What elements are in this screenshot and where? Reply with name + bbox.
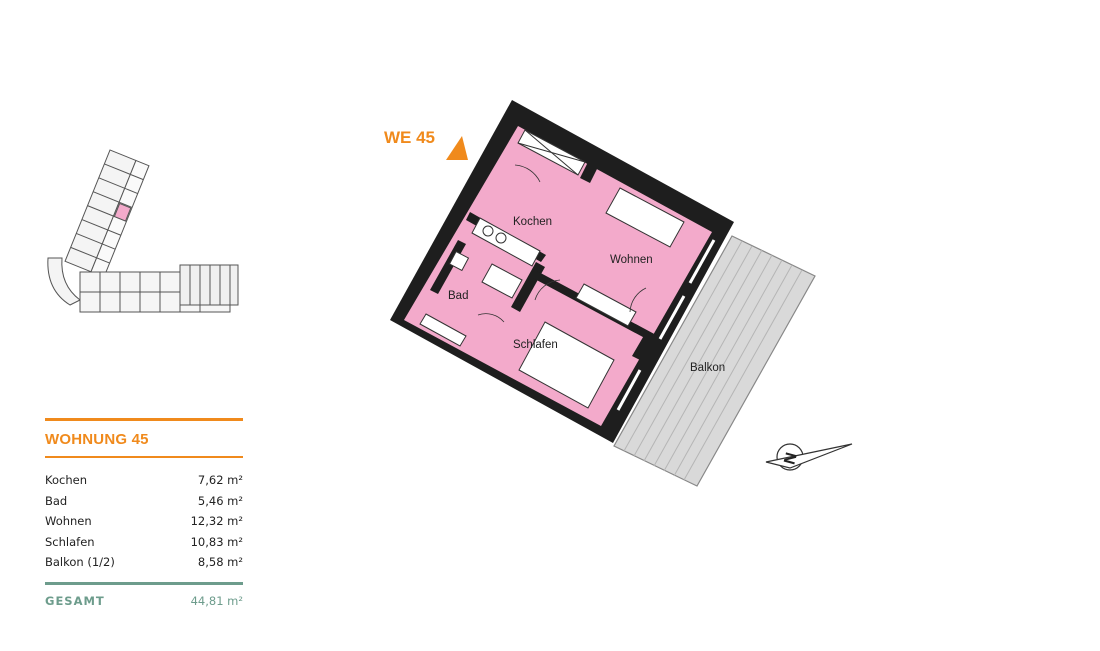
unit-pointer-icon	[446, 136, 468, 160]
room-name: Bad	[45, 493, 68, 508]
room-label-kochen: Kochen	[513, 216, 552, 228]
room-label-bad: Bad	[448, 290, 468, 302]
apartment-title: WOHNUNG 45	[45, 431, 149, 448]
room-name: Balkon (1/2)	[45, 555, 115, 569]
room-area: 7,62 m²	[197, 473, 243, 487]
total-rule	[45, 581, 243, 585]
total-row: GESAMT 44,81 m²	[45, 585, 243, 608]
room-name: Schlafen	[45, 534, 95, 549]
north-arrow-icon: N	[765, 443, 853, 471]
room-row: Balkon (1/2) 8,58 m²	[45, 552, 243, 573]
north-letter: N	[781, 451, 800, 467]
title-top-rule	[45, 418, 243, 421]
total-value: 44,81 m²	[190, 593, 243, 608]
room-row: Wohnen 12,32 m²	[45, 511, 243, 532]
room-area: 10,83 m²	[190, 534, 243, 549]
room-label-schlafen: Schlafen	[513, 339, 558, 351]
room-label-balkon: Balkon	[690, 362, 725, 374]
room-row: Kochen 7,62 m²	[45, 470, 243, 491]
room-area: 12,32 m²	[190, 514, 243, 528]
room-row: Bad 5,46 m²	[45, 491, 243, 512]
room-area: 8,58 m²	[197, 555, 243, 569]
floor-plan: Kochen Wohnen Bad Schlafen Balkon	[390, 100, 816, 487]
title-bottom-rule	[45, 456, 243, 458]
room-area: 5,46 m²	[197, 493, 243, 508]
total-label: GESAMT	[45, 593, 105, 608]
room-label-wohnen: Wohnen	[610, 254, 653, 266]
room-row: Schlafen 10,83 m²	[45, 532, 243, 553]
balcony-area	[613, 235, 816, 487]
apartment-info-panel: WOHNUNG 45 Kochen 7,62 m² Bad 5,46 m² Wo…	[45, 418, 243, 608]
unit-label: WE 45	[384, 128, 436, 147]
room-name: Kochen	[45, 473, 87, 487]
room-name: Wohnen	[45, 514, 92, 528]
site-plan-thumbnail	[47, 149, 239, 313]
